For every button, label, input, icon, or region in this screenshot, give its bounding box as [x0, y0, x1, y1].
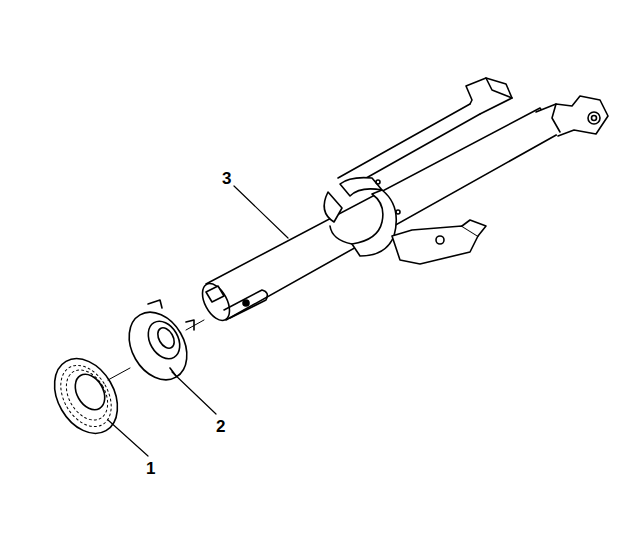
callout-number: 3	[222, 170, 231, 187]
callout-number: 2	[216, 418, 225, 435]
callout-number: 1	[146, 460, 155, 477]
